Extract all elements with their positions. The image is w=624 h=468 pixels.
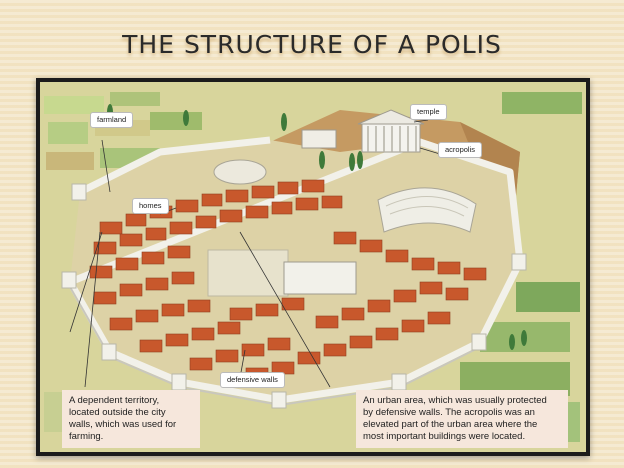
polis-illustration — [40, 82, 586, 452]
defensive-walls-shape — [66, 136, 524, 404]
caption-line: elevated part of the urban area where th… — [363, 419, 538, 430]
agora — [207, 249, 289, 297]
acropolis-label: acropolis — [438, 142, 483, 158]
caption-line: An urban area, which was usually protect… — [363, 395, 547, 406]
temple-building — [301, 109, 425, 153]
trees — [107, 104, 527, 350]
homes-label: homes — [132, 198, 169, 214]
caption-line: farming. — [69, 431, 104, 442]
homes-roofs — [89, 179, 487, 381]
caption-line: walls, which was used for — [69, 419, 177, 430]
illustration-frame — [36, 78, 590, 456]
caption-line: A dependent territory, — [69, 395, 160, 406]
stoa — [283, 261, 357, 295]
temple-label: temple — [410, 104, 447, 120]
caption-line: most important buildings were located. — [363, 431, 526, 442]
dependent-territory-caption: A dependent territory, located outside t… — [62, 390, 200, 448]
slide-title: THE STRUCTURE OF A POLIS — [122, 30, 502, 59]
urban-area-caption: An urban area, which was usually protect… — [356, 390, 568, 448]
defensive-walls-label: defensive walls — [220, 372, 285, 388]
round-building — [213, 159, 267, 185]
wall-towers — [61, 183, 527, 409]
caption-line: located outside the city — [69, 407, 166, 418]
theatre — [377, 187, 477, 233]
caption-line: by defensive walls. The acropolis was an — [363, 407, 535, 418]
farmland-label: farmland — [90, 112, 134, 128]
